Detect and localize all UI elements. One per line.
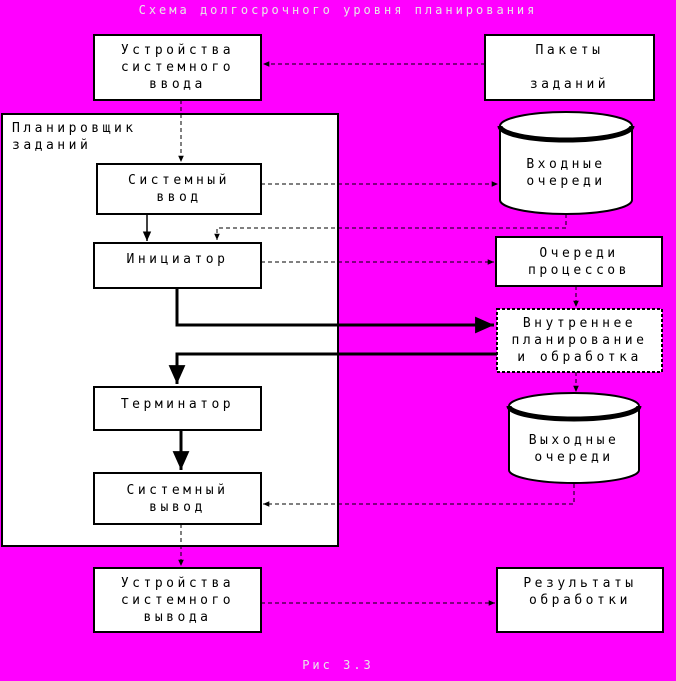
sys-output-devices-box [93, 567, 262, 633]
system-input-label: Системный ввод [128, 173, 230, 205]
internal-planning-box [496, 308, 663, 373]
terminator-box [93, 386, 262, 431]
system-output-box [93, 472, 262, 525]
edge-internal-to-terminator [168, 352, 497, 384]
sys-input-devices-label: Устройства системного ввода [120, 43, 235, 92]
internal-planning-label: Внутреннее планирование и обработка [511, 316, 648, 365]
scheduler-label: Планировщик заданий [12, 121, 137, 153]
initiator-label: Инициатор [126, 251, 229, 267]
results-label: Результаты обработки [523, 576, 637, 608]
output-queues-cylinder [506, 392, 642, 484]
sys-output-devices-label: Устройства системного вывода [120, 575, 235, 625]
results-box [496, 567, 664, 633]
sys-input-devices-box [93, 34, 262, 101]
figure-caption: Рис 3.3 [302, 657, 374, 672]
job-packets-label: Пакеты заданий [529, 43, 610, 92]
process-queues-box [495, 236, 663, 287]
system-output-label: Системный вывод [126, 482, 229, 515]
input-queues-label: Входные очереди [526, 156, 606, 189]
edge-initiator-to-internal [175, 288, 494, 334]
system-input-box [96, 163, 262, 215]
edge-input-queues-to-initiator [214, 214, 567, 240]
edge-output-queues-to-system-output [263, 484, 575, 507]
terminator-label: Терминатор [120, 397, 235, 412]
process-queues-label: Очереди процессов [528, 245, 630, 278]
diagram-title: Схема долгосрочного уровня планирования [138, 2, 538, 17]
input-queues-cylinder [497, 111, 635, 215]
job-packets-box [484, 34, 655, 101]
output-queues-label: Выходные очереди [528, 432, 620, 465]
